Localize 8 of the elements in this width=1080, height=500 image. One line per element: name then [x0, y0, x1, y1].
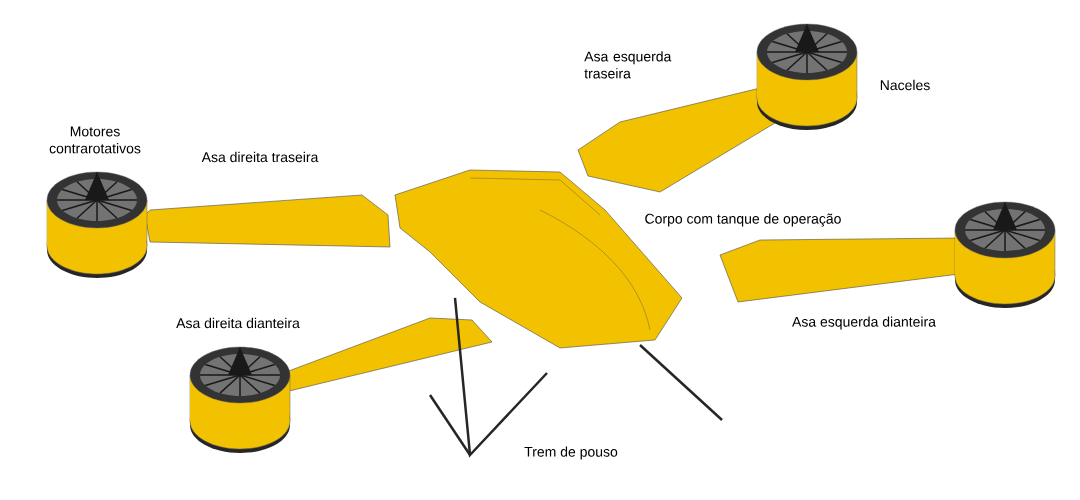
- part-label: Trem de pouso: [524, 446, 618, 460]
- part-label: Motores contrarotativos: [49, 126, 141, 154]
- part-label: Naceles: [880, 79, 930, 91]
- part-label: Asa direita dianteira: [176, 317, 300, 329]
- part-label: Asa esquerda traseira: [584, 51, 672, 79]
- part-label: Asa direita traseira: [201, 151, 319, 163]
- part-label: Asa esquerda dianteira: [792, 316, 936, 330]
- part-label: Corpo com tanque de operação: [645, 213, 841, 227]
